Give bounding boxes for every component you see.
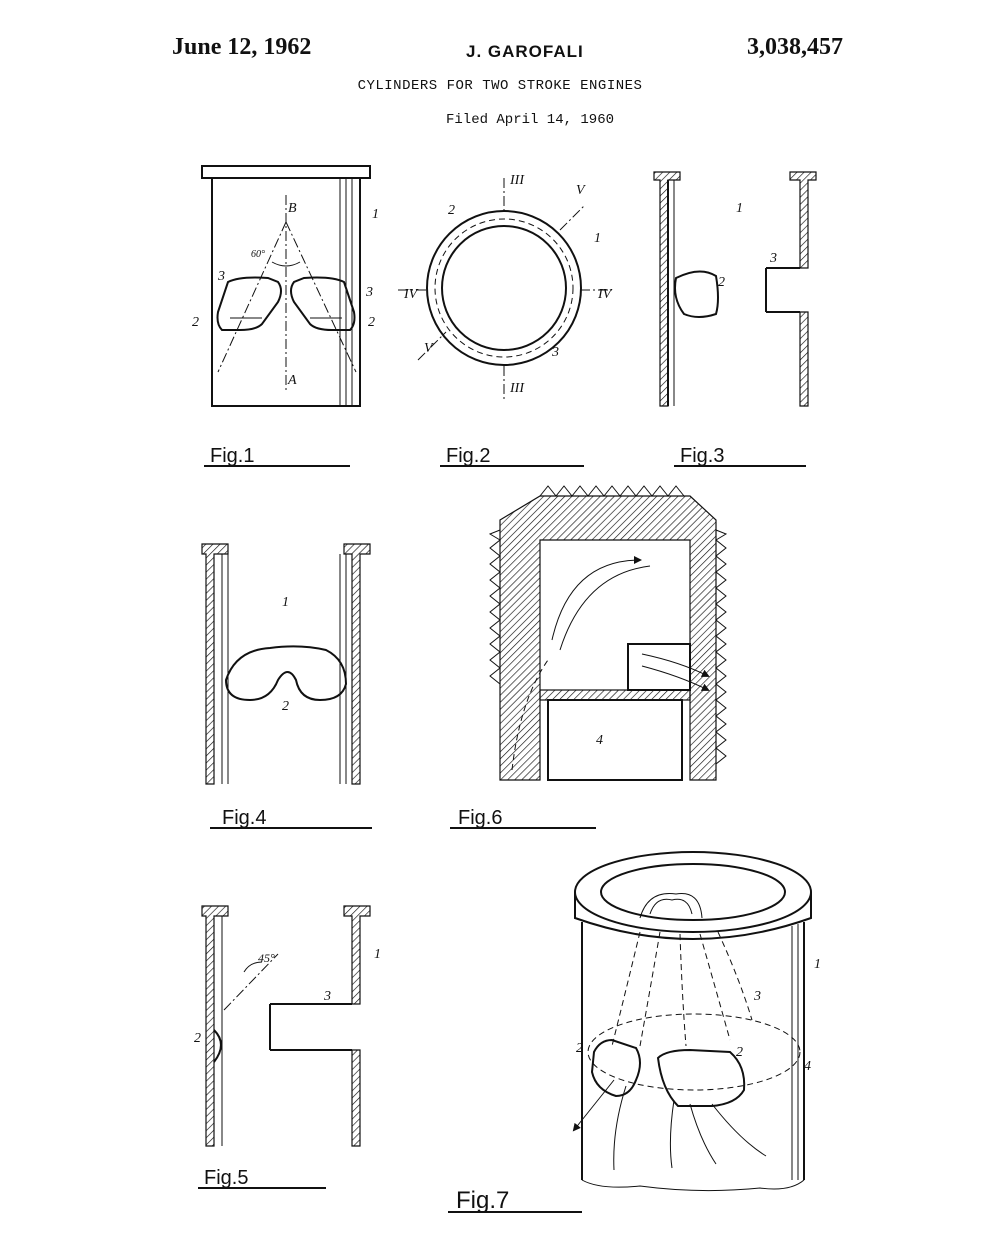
fig2-ref-III-top: III	[509, 173, 525, 188]
fig5-label: Fig.5	[204, 1167, 248, 1189]
fig1-ref-1: 1	[372, 207, 379, 222]
fig5-ref-2: 2	[194, 1031, 201, 1046]
fig2-ref-2: 2	[448, 203, 455, 218]
fig6-label: Fig.6	[458, 807, 502, 829]
fig7-ref-4: 4	[804, 1059, 811, 1074]
fig7-ref-1: 1	[814, 957, 821, 972]
fig1-ref-2-right: 2	[368, 315, 375, 330]
fig1-ref-angle: 60°	[251, 249, 265, 260]
fig2-label: Fig.2	[446, 445, 490, 467]
fig6-ref-4: 4	[596, 733, 603, 748]
fig1-ref-3-left: 3	[217, 269, 225, 284]
fig2-ref-IV-right: IV	[597, 287, 613, 302]
figure-6: 4 Fig.6	[450, 486, 726, 829]
fig7-ref-3: 3	[753, 989, 761, 1004]
fig3-ref-1: 1	[736, 201, 743, 216]
fig2-ref-3: 3	[551, 345, 559, 360]
figure-7: 1 2 2 3 4 Fig.7	[448, 852, 821, 1214]
figure-2: III III IV IV V V 1 2 3 Fig.2	[398, 173, 613, 467]
fig3-ref-3: 3	[769, 251, 777, 266]
fig5-ref-angle: 45°	[258, 951, 275, 965]
figure-4: 1 2 Fig.4	[202, 544, 372, 829]
fig4-label: Fig.4	[222, 807, 266, 829]
figure-3: 1 2 3 Fig.3	[654, 172, 816, 467]
fig1-ref-2-left: 2	[192, 315, 199, 330]
fig1-label: Fig.1	[210, 445, 254, 467]
fig5-ref-1: 1	[374, 947, 381, 962]
figure-5: 45° 1 2 3 Fig.5	[194, 906, 381, 1189]
fig7-ref-2-right: 2	[736, 1045, 743, 1060]
fig7-label: Fig.7	[456, 1187, 509, 1214]
fig2-ref-III-bottom: III	[509, 381, 525, 396]
fig4-ref-2: 2	[282, 699, 289, 714]
fig2-ref-V-right: V	[576, 183, 586, 198]
fig2-ref-V-left: V	[424, 341, 434, 356]
fig7-ref-2-left: 2	[576, 1041, 583, 1056]
fig3-ref-2: 2	[718, 275, 725, 290]
fig5-ref-3: 3	[323, 989, 331, 1004]
fig2-ref-1: 1	[594, 231, 601, 246]
fig1-ref-3-right: 3	[365, 285, 373, 300]
fig1-ref-B: B	[288, 201, 297, 216]
fig3-label: Fig.3	[680, 445, 724, 467]
fig2-ref-IV-left: IV	[403, 287, 419, 302]
fig4-ref-1: 1	[282, 595, 289, 610]
figure-1: B A 60° 1 2 2 3 3 Fig.1	[192, 166, 379, 467]
fig1-ref-A: A	[287, 373, 297, 388]
